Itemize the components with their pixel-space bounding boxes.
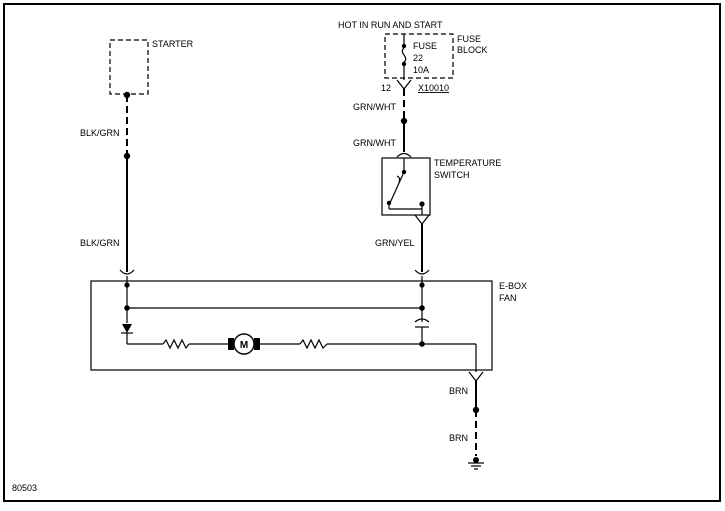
ebox-fan-label-line1: E-BOX: [499, 281, 527, 291]
wire-label-grn-wht-lower: GRN/WHT: [353, 138, 396, 148]
fuse-bottom-terminal: [401, 61, 407, 67]
temperature-switch-label-line2: SWITCH: [434, 170, 470, 180]
wire-label-grn-yel: GRN/YEL: [375, 238, 415, 248]
ground-terminal-dot: [473, 457, 479, 463]
fan-ground-connector: [468, 371, 484, 382]
motor-brush-left: [228, 338, 234, 350]
fuse-block-label-line1: FUSE: [457, 34, 481, 44]
diagram-number: 80503: [12, 483, 37, 493]
temp-switch-thermal-element: [396, 175, 401, 183]
hot-in-run-and-start-label: HOT IN RUN AND START: [338, 20, 443, 30]
wire-label-blk-grn-lower: BLK/GRN: [80, 238, 120, 248]
temp-switch-input-connector: [396, 152, 412, 158]
fuse-top-terminal: [401, 43, 407, 49]
temperature-switch-label-line1: TEMPERATURE: [434, 158, 501, 168]
starter-label: STARTER: [152, 39, 194, 49]
temperature-switch-box: [381, 157, 431, 216]
fuse-pin-label: 12: [381, 83, 391, 93]
fan-left-entry-dot: [124, 282, 130, 288]
starter-fan-connector: [119, 269, 135, 275]
diode-icon: [122, 324, 132, 333]
resistor-left-icon: [162, 338, 190, 350]
fuse-number-label: 22: [413, 53, 423, 63]
wire-label-blk-grn-upper: BLK/GRN: [80, 128, 120, 138]
fan-right-entry-dot: [419, 282, 425, 288]
wire-label-brn-upper: BRN: [449, 386, 468, 396]
starter-component-box: [109, 39, 149, 95]
ebox-fan-box: [90, 280, 493, 371]
wire-label-brn-lower: BRN: [449, 433, 468, 443]
temp-switch-blade: [389, 171, 405, 204]
wire-label-grn-wht-upper: GRN/WHT: [353, 102, 396, 112]
fuse-block-box: [384, 33, 454, 79]
capacitor-upper-plate: [414, 318, 430, 323]
connector-id-label: X10010: [418, 83, 449, 93]
motor-brush-right: [254, 338, 260, 350]
fuse-label: FUSE: [413, 41, 437, 51]
resistor-right-icon: [299, 338, 328, 350]
fuse-element-icon: [401, 47, 407, 63]
fuse-block-connector: [396, 79, 412, 90]
fuse-rating-label: 10A: [413, 65, 429, 75]
diagram-frame: [3, 3, 721, 502]
temp-switch-output-connector: [414, 214, 430, 225]
motor-label: M: [240, 340, 248, 351]
fan-right-junction: [419, 305, 425, 311]
grn-yel-fan-connector: [414, 269, 430, 275]
ebox-fan-label-line2: FAN: [499, 293, 517, 303]
fuse-block-label-line2: BLOCK: [457, 45, 488, 55]
fan-ground-junction: [419, 341, 425, 347]
